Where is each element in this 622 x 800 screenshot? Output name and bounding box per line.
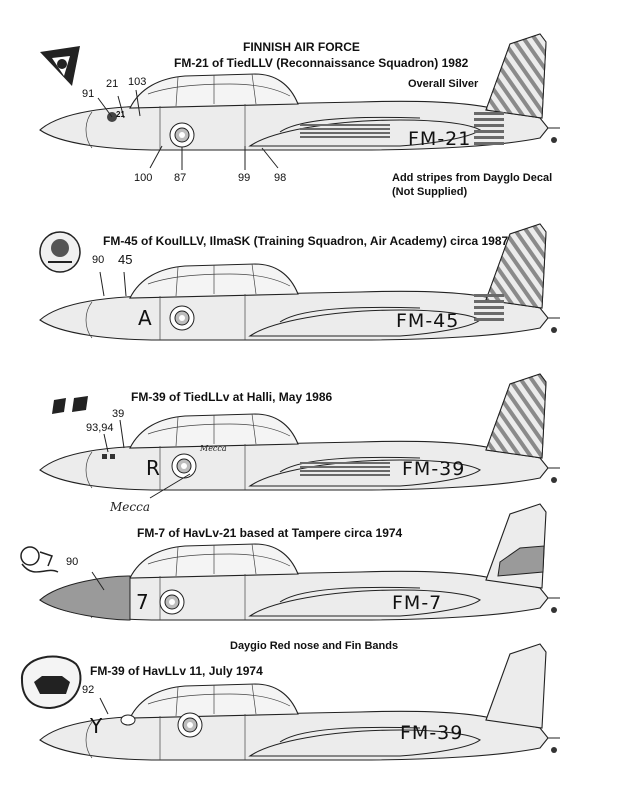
aircraft-4-drawing: [39, 503, 561, 621]
aircraft-1-drawing: [39, 33, 561, 170]
aircraft-1-stripes-note-line-1: Add stripes from Dayglo Decal: [392, 172, 553, 184]
aircraft-1-nose-number: 21: [116, 110, 125, 119]
round-mascot-emblem: [39, 231, 81, 273]
aircraft-1-stripes-note-line-2: (Not Supplied): [392, 186, 468, 198]
aircraft-3-letter: R: [146, 456, 160, 480]
aircraft-5-drawing: [39, 643, 561, 761]
aircraft-1-title: FM-21 of TiedLLV (Reconnaissance Squadro…: [174, 56, 469, 70]
callout-39: 39: [112, 408, 125, 420]
aircraft-4-code: FM-7: [392, 592, 443, 614]
aircraft-4-title: FM-7 of HavLv-21 based at Tampere circa …: [137, 526, 403, 540]
aircraft-2-title: FM-45 of KoulLLV, IlmaSK (Training Squad…: [103, 234, 509, 248]
signature-mecca-small: Mecca: [200, 444, 227, 453]
sheet-heading: FINNISH AIR FORCE: [243, 40, 360, 54]
bull-badge: [20, 655, 82, 710]
callout-100: 100: [134, 172, 153, 184]
aircraft-1-scheme-note: Overall Silver: [408, 78, 479, 90]
callout-98: 98: [274, 172, 287, 184]
callout-90-a4: 90: [66, 556, 79, 568]
aircraft-5-title: FM-39 of HavLLv 11, July 1974: [90, 664, 263, 678]
aircraft-3-code: FM-39: [402, 458, 466, 480]
lion-badges: [52, 396, 88, 414]
callout-21: 21: [106, 78, 119, 90]
aircraft-5-letter: Y: [90, 714, 103, 738]
callout-99: 99: [238, 172, 251, 184]
aircraft-3-title: FM-39 of TiedLLv at Halli, May 1986: [131, 390, 333, 404]
callout-87: 87: [174, 172, 187, 184]
signature-mecca: Mecca: [110, 500, 150, 514]
aircraft-2-letter: A: [138, 306, 152, 330]
aircraft-1-code: FM-21: [408, 128, 472, 150]
aircraft-2-code: FM-45: [396, 310, 460, 332]
callout-103: 103: [128, 76, 147, 88]
callout-92: 92: [82, 684, 95, 696]
aircraft-5-code: FM-39: [400, 722, 464, 744]
aircraft-2-drawing: [39, 223, 561, 341]
aircraft-3-drawing: [39, 373, 561, 499]
triangle-emblem: [40, 46, 80, 86]
callout-91: 91: [82, 88, 95, 100]
aircraft-4-dayglo-note: Daygio Red nose and Fin Bands: [230, 640, 399, 652]
callout-90-a2: 90: [92, 254, 105, 266]
swirl-emblem: [20, 546, 59, 573]
callout-93-94: 93,94: [86, 422, 114, 434]
callout-45: 45: [118, 252, 133, 267]
aircraft-4-letter: 7: [136, 590, 149, 614]
